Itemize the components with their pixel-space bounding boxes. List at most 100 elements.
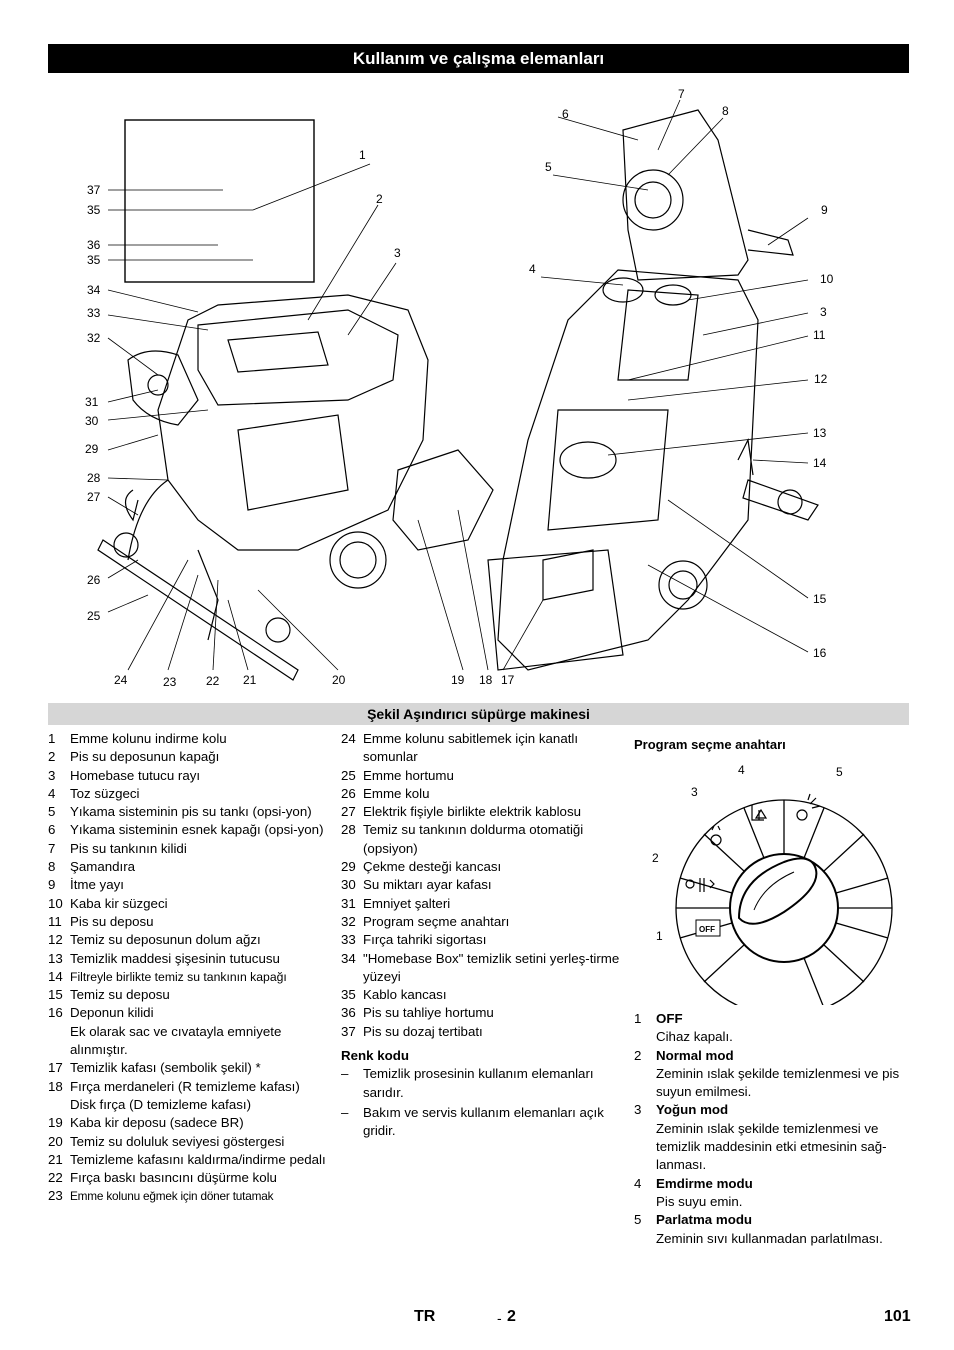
callout-30: 30 <box>85 414 99 428</box>
callout-19: 19 <box>451 673 465 687</box>
callout-22: 22 <box>206 674 220 688</box>
callout-8: 8 <box>722 104 729 118</box>
callout-36: 36 <box>87 238 101 252</box>
callout-28: 28 <box>87 471 101 485</box>
callout-34: 34 <box>87 283 101 297</box>
callout-4: 4 <box>529 262 536 276</box>
callout-20: 20 <box>332 673 346 687</box>
callout-9: 9 <box>821 203 828 217</box>
callout-3: 3 <box>394 246 401 260</box>
callout-2: 2 <box>376 192 383 206</box>
callout-37: 37 <box>87 183 101 197</box>
callout-3b: 3 <box>820 305 827 319</box>
callout-26: 26 <box>87 573 101 587</box>
footer-section: 2 <box>507 1308 516 1325</box>
callout-31: 31 <box>85 395 99 409</box>
callout-24: 24 <box>114 673 128 687</box>
color-code-item: –Temizlik prosesinin kullanım elemanları… <box>341 1066 594 1100</box>
callout-17: 17 <box>501 673 515 687</box>
color-code-title: Renk kodu <box>341 1048 409 1064</box>
callout-5: 5 <box>545 160 552 174</box>
callout-33: 33 <box>87 306 101 320</box>
callout-14: 14 <box>813 456 827 470</box>
callout-25: 25 <box>87 609 101 623</box>
footer-language: TR <box>414 1308 436 1325</box>
callout-16: 16 <box>813 646 827 660</box>
callout-23: 23 <box>163 675 177 689</box>
legend-item-note: Ek olarak sac ve cıvatayla emniyete alın… <box>70 1023 282 1058</box>
callout-1: 1 <box>359 148 366 162</box>
callout-35b: 35 <box>87 203 101 217</box>
dial-label-5: 5 <box>836 765 843 779</box>
callout-10: 10 <box>820 272 834 286</box>
callout-7: 7 <box>678 87 685 101</box>
dial-label-3: 3 <box>691 785 698 799</box>
callout-11: 11 <box>813 328 826 342</box>
off-label: OFF <box>699 925 715 934</box>
section-title: Kullanım ve çalışma elemanları <box>48 44 909 73</box>
dial-label-2: 2 <box>652 851 659 865</box>
program-selector-title: Program seçme anahtarı <box>634 737 786 752</box>
callout-21: 21 <box>243 673 257 687</box>
callout-35: 35 <box>87 253 101 267</box>
program-selector-dial: OFF 1 2 3 4 5 <box>652 763 893 1005</box>
callout-12: 12 <box>814 372 828 386</box>
page-number: 101 <box>884 1308 911 1325</box>
dial-label-4: 4 <box>738 763 745 777</box>
callout-15: 15 <box>813 592 827 606</box>
callout-13: 13 <box>813 426 827 440</box>
callout-32: 32 <box>87 331 101 345</box>
callout-6: 6 <box>562 107 569 121</box>
callout-18: 18 <box>479 673 493 687</box>
dial-label-1: 1 <box>656 929 663 943</box>
legend-item: 34"Homebase Box" temizlik setini yerleş-… <box>341 950 620 984</box>
machine-illustration: 1 2 3 4 5 6 7 8 9 10 3 11 12 13 14 15 16… <box>85 87 834 689</box>
footer-separator: - <box>497 1310 502 1326</box>
color-code-item: –Bakım ve servis kullanım elemanları açı… <box>341 1104 604 1139</box>
figure-caption: Şekil Aşındırıcı süpürge makinesi <box>48 703 909 725</box>
program-column: Program seçme anahtarı <box>634 730 909 754</box>
callout-29: 29 <box>85 442 99 456</box>
